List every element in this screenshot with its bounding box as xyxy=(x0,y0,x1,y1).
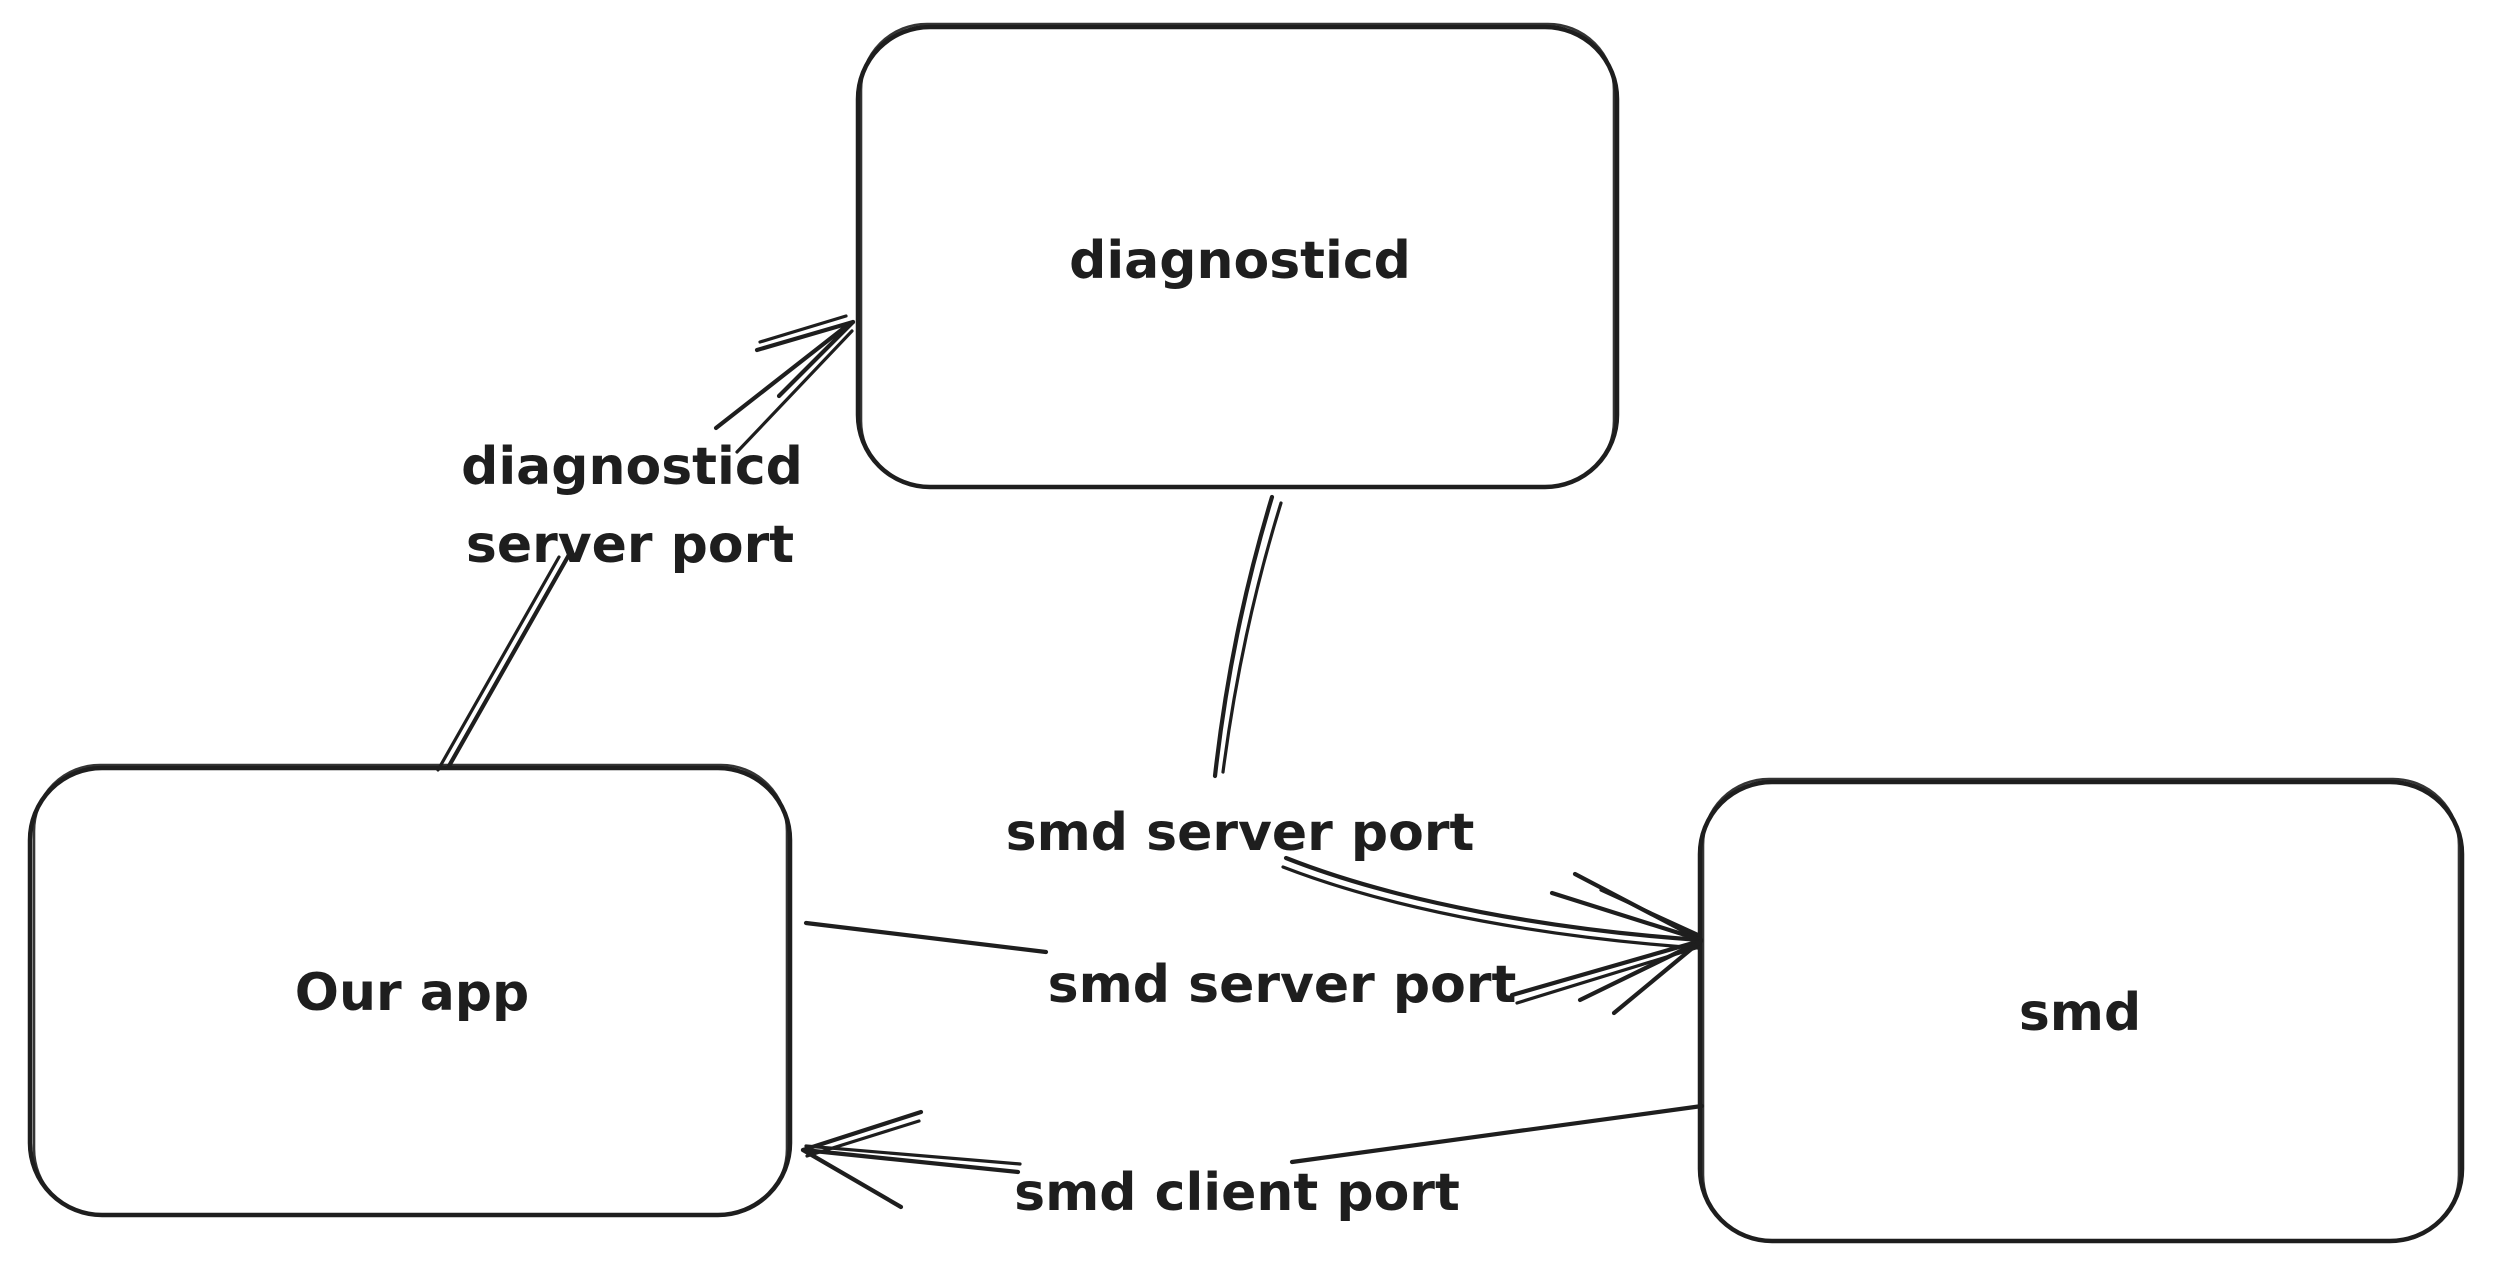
edge-ourapp-to-diagnosticd: diagnosticd server port xyxy=(436,314,856,772)
edge-c-segment-right xyxy=(1509,938,1703,998)
edge-b-curve-upper-sketch xyxy=(1221,501,1283,774)
edge-b-curve-lower-sketch xyxy=(1281,865,1700,950)
edge-bc-arrowhead-sketch xyxy=(1599,888,1701,937)
node-diagnosticd-label: diagnosticd xyxy=(1069,231,1411,291)
edge-bc-arrowhead-prong3 xyxy=(1577,938,1704,1003)
node-smd-box-sketch xyxy=(1701,777,2461,1243)
edge-a-label-line2: server port xyxy=(466,515,794,575)
node-diagnosticd-box-sketch xyxy=(859,22,1616,489)
node-smd: smd xyxy=(1697,777,2465,1244)
edge-bc-arrowhead xyxy=(1549,871,1704,1016)
edge-d-segment-left xyxy=(801,1147,1021,1175)
edge-d-arrowhead-prong2 xyxy=(800,1147,904,1210)
edge-d-arrowhead-sketch xyxy=(805,1119,921,1158)
node-diagnosticd: diagnosticd xyxy=(855,22,1620,490)
node-our-app: Our app xyxy=(27,763,793,1218)
edge-d-arrowhead-prong1 xyxy=(800,1109,924,1153)
edge-diagnosticd-to-smd: smd server port xyxy=(1006,494,1703,950)
edge-b-curve-lower xyxy=(1283,855,1703,943)
edge-b-label: smd server port xyxy=(1006,803,1475,863)
edge-a-arrowhead-sketch xyxy=(758,314,848,344)
edge-b-curve-upper xyxy=(1212,494,1275,779)
node-smd-label: smd xyxy=(2019,983,2141,1043)
edge-a-segment-upper xyxy=(713,321,852,431)
edge-d-segment-right xyxy=(1289,1103,1705,1165)
node-our-app-label: Our app xyxy=(295,963,530,1023)
edge-c-label: smd server port xyxy=(1048,955,1517,1015)
edge-a-segment-upper-sketch xyxy=(735,329,854,454)
edge-d-segment-left-sketch xyxy=(804,1144,1022,1166)
edge-smd-to-ourapp: smd client port xyxy=(800,1103,1705,1223)
edge-c-segment-left xyxy=(803,920,1049,955)
edge-ourapp-to-smd: smd server port xyxy=(803,920,1703,1015)
edge-bc-arrowhead-prong2 xyxy=(1549,890,1704,943)
edge-a-segment-lower-sketch xyxy=(436,555,561,772)
node-our-app-box-sketch xyxy=(32,763,789,1217)
edge-bc-arrowhead-prong4 xyxy=(1611,938,1704,1016)
edge-a-arrowhead-prong1 xyxy=(754,319,856,353)
edge-a-label-line1: diagnosticd xyxy=(461,437,803,497)
edge-d-label: smd client port xyxy=(1014,1163,1460,1223)
edge-a-arrowhead-prong2 xyxy=(776,319,856,399)
edge-a-segment-lower xyxy=(446,550,573,769)
